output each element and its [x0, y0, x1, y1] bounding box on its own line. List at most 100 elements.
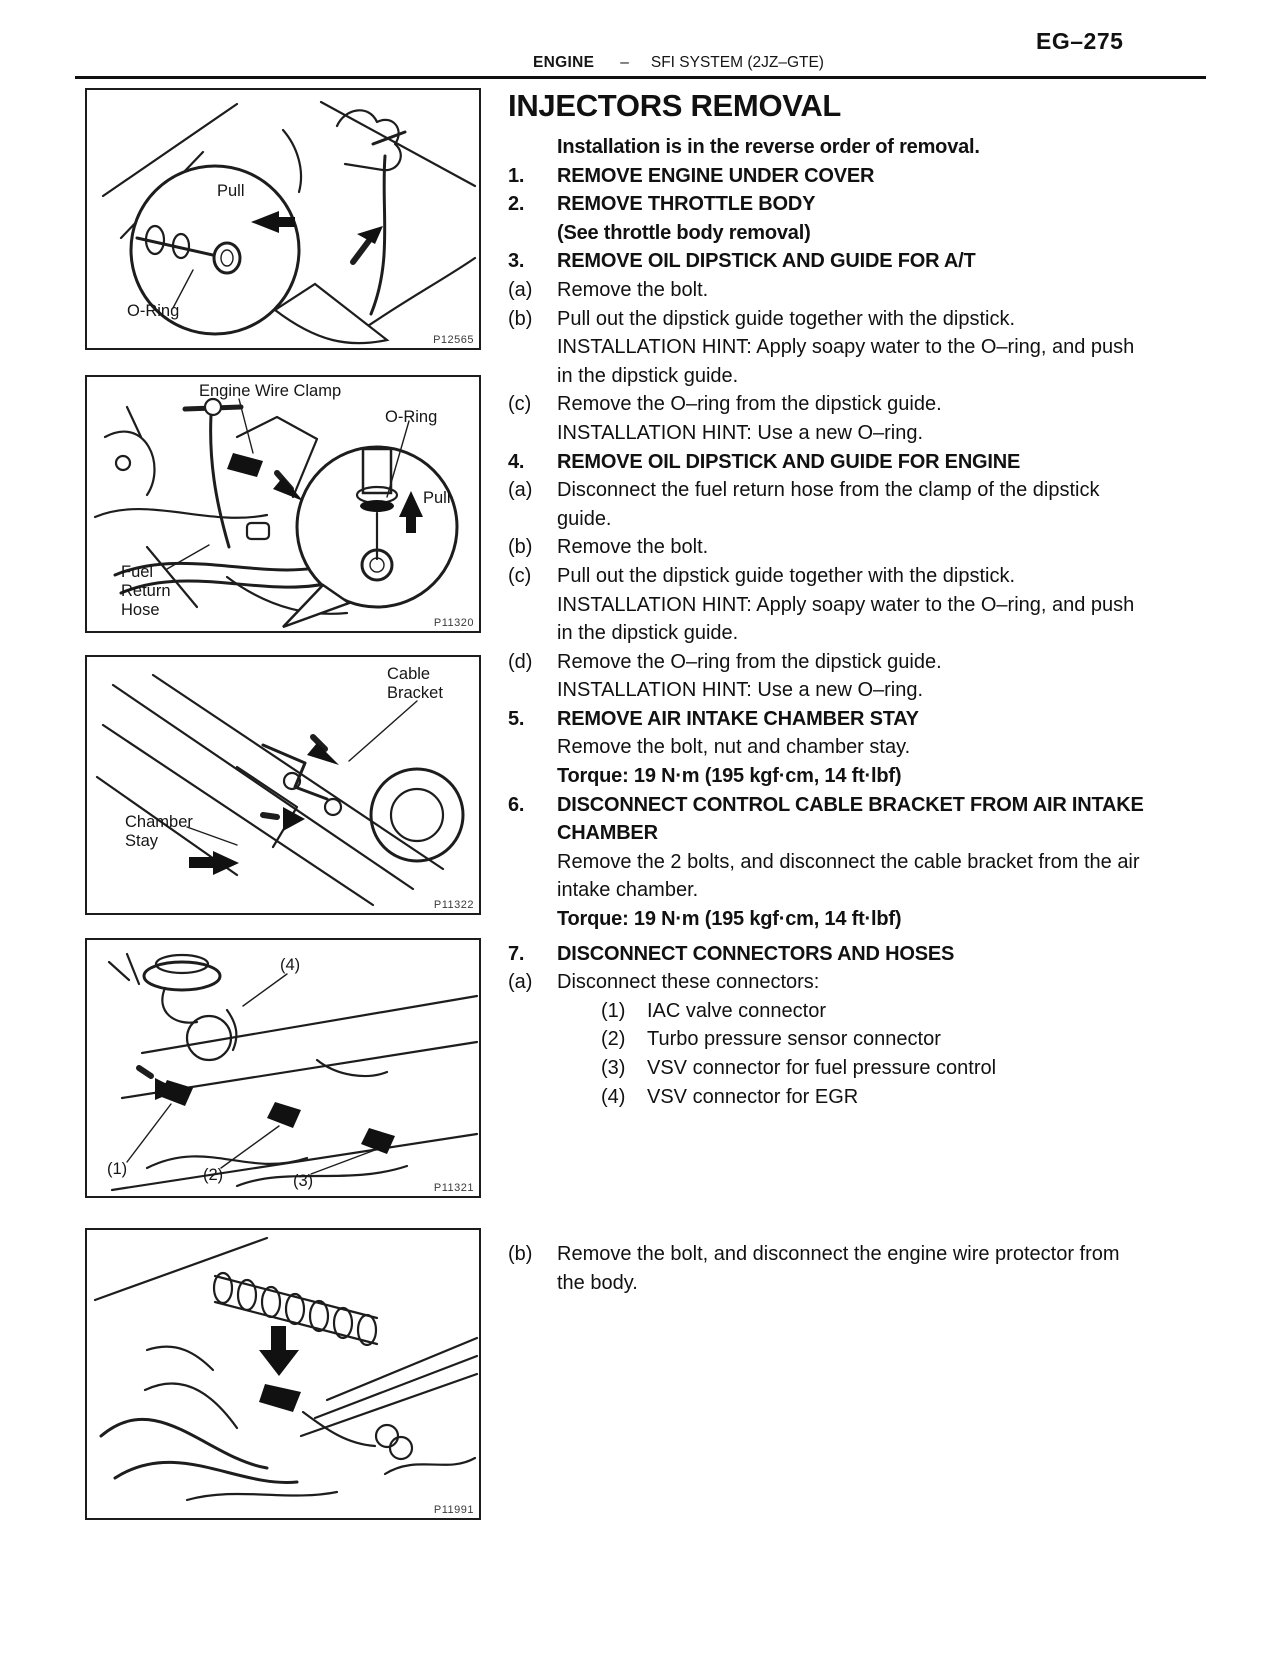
engine-line-art: [101, 100, 477, 345]
step-number: 3.: [508, 250, 525, 273]
step-number: (b): [508, 307, 533, 330]
figure3-code: P11322: [433, 899, 474, 911]
step-text: Pull out the dipstick guide together wit…: [557, 564, 1016, 587]
step-number: 7.: [508, 942, 525, 965]
hint-row: INSTALLATION HINT: Use a new O–ring.: [508, 419, 1144, 448]
step-number: [508, 591, 557, 648]
figure3-chamber-stay-label: Chamber Stay: [125, 813, 193, 850]
step-number: [508, 133, 557, 162]
intro-line: Installation is in the reverse order of …: [508, 133, 1144, 162]
figure-connectors: (4) (1) (2) (3) P11321: [85, 938, 481, 1198]
substep-row: (b)Remove the bolt, and disconnect the e…: [508, 1240, 1144, 1297]
step-text: REMOVE AIR INTAKE CHAMBER STAY: [557, 707, 919, 730]
breadcrumb-section: ENGINE: [533, 54, 595, 71]
figure2-fuel-return-hose-label: Fuel Return Hose: [121, 563, 171, 619]
figure4-callout-2: (2): [203, 1166, 224, 1184]
engine-line-art: [93, 1236, 479, 1502]
item-text: VSV connector for EGR: [647, 1085, 859, 1108]
substep-row: (b)Pull out the dipstick guide together …: [508, 305, 1144, 334]
step-number: (b): [508, 536, 533, 559]
step-number: 1.: [508, 164, 525, 187]
engine-line-art: [107, 952, 479, 1192]
substep-row: (a) Disconnect the fuel return hose from …: [508, 476, 1144, 533]
step-number: (b): [508, 1243, 533, 1265]
step-row: 1. REMOVE ENGINE UNDER COVER: [508, 162, 1144, 191]
item-number: (2): [601, 1028, 626, 1051]
substep-row: (a) Remove the bolt.: [508, 276, 1144, 305]
step-text: Disconnect the fuel return hose from the…: [557, 479, 1100, 530]
page-title: INJECTORS REMOVAL: [508, 88, 842, 123]
step-number: (a): [508, 971, 533, 994]
item-number: (3): [601, 1057, 626, 1079]
step-text: REMOVE ENGINE UNDER COVER: [557, 164, 875, 187]
item-text: VSV connector for fuel pressure control: [647, 1057, 997, 1079]
step-text: Remove the bolt, nut and chamber stay.: [557, 736, 911, 759]
figure-engine-wire-protector: P11991: [85, 1228, 481, 1520]
figure-oil-dipstick-at: Pull O-Ring P12565: [85, 88, 481, 350]
figure1-oring-label: O-Ring: [127, 302, 180, 320]
step-number: (a): [508, 278, 533, 301]
step-text: INSTALLATION HINT: Apply soapy water to …: [557, 336, 1135, 387]
step-number: [508, 333, 557, 390]
breadcrumb-separator: –: [620, 54, 629, 71]
step-row: (See throttle body removal): [508, 219, 1144, 248]
item-number: (4): [601, 1085, 626, 1108]
step-text: Remove the O–ring from the dipstick guid…: [557, 650, 942, 673]
substep-row: (d)Remove the O–ring from the dipstick g…: [508, 648, 1144, 677]
header-rule: [75, 76, 1206, 79]
step-number: [508, 219, 557, 248]
step-row: 4.REMOVE OIL DIPSTICK AND GUIDE FOR ENGI…: [508, 448, 1144, 477]
connector-item: (3) VSV connector for fuel pressure contr…: [508, 1054, 1144, 1083]
step-number: 6.: [508, 793, 525, 816]
step-number: [508, 676, 557, 705]
figure1-pull-label: Pull: [217, 182, 245, 200]
step-number: 5.: [508, 707, 525, 730]
step-text: Remove the bolt.: [557, 278, 709, 301]
procedure-column: INJECTORS REMOVAL Installation is in the…: [508, 88, 1144, 1111]
step-number: 4.: [508, 450, 525, 473]
body-row: Remove the bolt, nut and chamber stay.: [508, 733, 1144, 762]
step-text: Remove the bolt.: [557, 536, 709, 559]
figure2-pull-label: Pull: [423, 489, 451, 507]
connector-item: (2) Turbo pressure sensor connector: [508, 1025, 1144, 1054]
step-text: INSTALLATION HINT: Use a new O–ring.: [557, 679, 924, 702]
step-text: REMOVE THROTTLE BODY: [557, 193, 816, 216]
step-text: INSTALLATION HINT: Use a new O–ring.: [557, 421, 924, 444]
step-text: REMOVE OIL DIPSTICK AND GUIDE FOR A/T: [557, 250, 976, 273]
hint-row: INSTALLATION HINT: Use a new O–ring.: [508, 676, 1144, 705]
figure4-callout-1: (1): [107, 1160, 128, 1178]
step-text: Remove the O–ring from the dipstick guid…: [557, 393, 942, 416]
step-number: (c): [508, 564, 532, 587]
torque-row: Torque: 19 N·m (195 kgf·cm, 14 ft·lbf): [508, 762, 1144, 791]
figure2-engine-wire-clamp-label: Engine Wire Clamp: [199, 382, 342, 400]
step-number: [508, 848, 557, 905]
hint-row: INSTALLATION HINT: Apply soapy water to …: [508, 591, 1144, 648]
connector-item: (1)IAC valve connector: [508, 997, 1144, 1026]
step-text: Torque: 19 N·m (195 kgf·cm, 14 ft·lbf): [557, 765, 902, 788]
step-row: 5. REMOVE AIR INTAKE CHAMBER STAY: [508, 705, 1144, 734]
step-number: (c): [508, 393, 532, 416]
figure2-oring-label: O-Ring: [385, 408, 438, 426]
step-text: (See throttle body removal): [557, 221, 811, 244]
step-number: (a): [508, 479, 533, 502]
figure5-code: P11991: [433, 1504, 474, 1516]
step-text: Torque: 19 N·m (195 kgf·cm, 14 ft·lbf): [557, 908, 902, 931]
figure4-callout-3: (3): [293, 1172, 314, 1190]
connector-item: (4) VSV connector for EGR: [508, 1083, 1144, 1112]
engine-line-art: [93, 397, 459, 629]
figure-oil-dipstick-engine: Engine Wire Clamp O-Ring Pull Fuel Retur…: [85, 375, 481, 633]
torque-row: Torque: 19 N·m (195 kgf·cm, 14 ft·lbf): [508, 905, 1144, 934]
figure4-callout-4: (4): [280, 956, 301, 974]
substep-row: (c) Remove the O–ring from the dipstick g…: [508, 390, 1144, 419]
engine-line-art: [95, 673, 465, 907]
item-text: Turbo pressure sensor connector: [647, 1028, 941, 1051]
page-number: EG–275: [1036, 28, 1124, 54]
step-row: 7. DISCONNECT CONNECTORS AND HOSES: [508, 940, 1144, 969]
step-text: DISCONNECT CONTROL CABLE BRACKET FROM AI…: [557, 793, 1144, 845]
step-text: DISCONNECT CONNECTORS AND HOSES: [557, 942, 955, 965]
figure3-cable-bracket-label: Cable Bracket: [387, 665, 443, 702]
step-text: Disconnect these connectors:: [557, 971, 820, 994]
figure2-code: P11320: [433, 617, 474, 629]
breadcrumb: ENGINE–SFI SYSTEM (2JZ–GTE): [533, 54, 824, 72]
step-row: 3. REMOVE OIL DIPSTICK AND GUIDE FOR A/T: [508, 247, 1144, 276]
